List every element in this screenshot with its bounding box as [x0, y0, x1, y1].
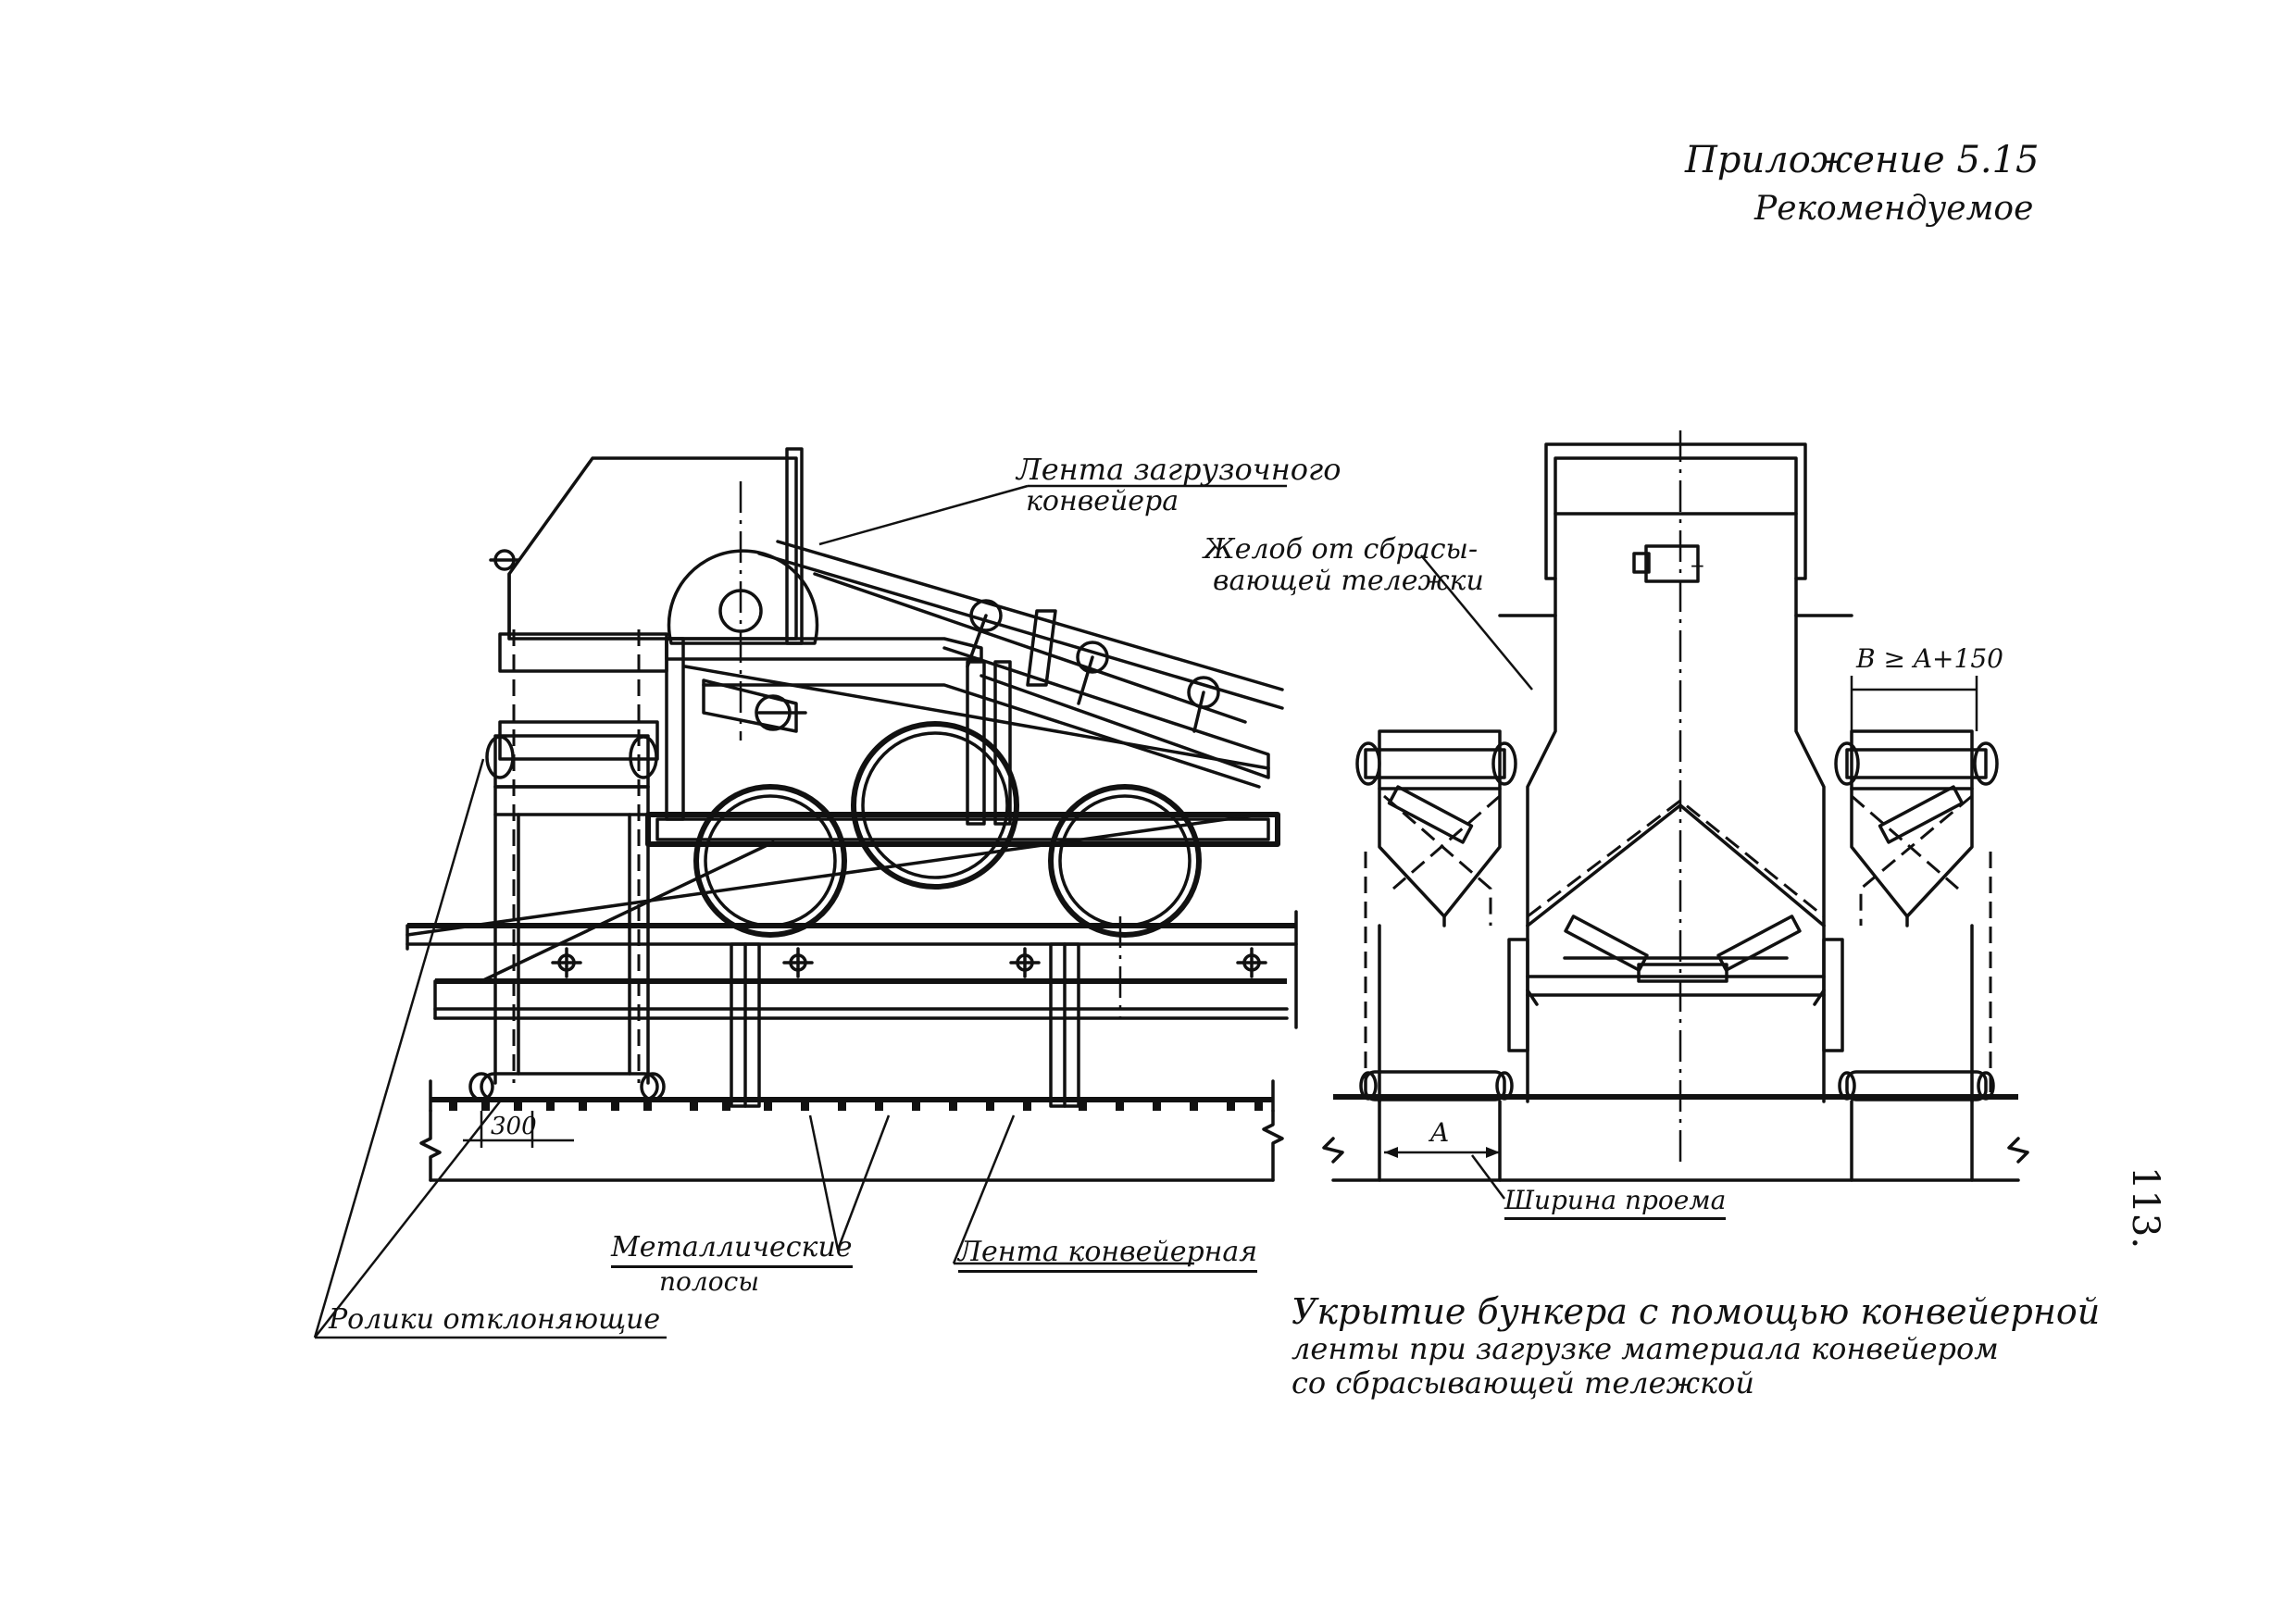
left-upper-roller-housing: [498, 720, 659, 761]
label-metal-strips-1: Металлические: [611, 1231, 853, 1268]
label-metal-strips-2: полосы: [659, 1266, 760, 1297]
label-opening-width: Ширина проема: [1504, 1185, 1727, 1220]
loading-belt-upper: [776, 540, 1284, 691]
label-conveyor-belt: Лента конвейерная: [958, 1236, 1258, 1273]
metal-strips: [449, 1101, 1263, 1111]
caption-line-2: ленты при загрузке материала конвейером: [1292, 1331, 1999, 1366]
chute-right-wall: [1794, 577, 1826, 927]
label-dimension-300: 300: [491, 1113, 537, 1140]
tripper-column-left: [665, 637, 685, 821]
post-right: [1822, 938, 1844, 1052]
rail-bolts: [551, 947, 1267, 978]
leader-lines: [313, 484, 1533, 1339]
label-loading-belt-1: Лента загрузочного: [1017, 452, 1341, 487]
tripper-hood: [507, 456, 798, 641]
caption-line-3: со сбрасывающей тележкой: [1292, 1365, 1754, 1400]
end-elevation-view: +: [1322, 430, 2029, 1200]
tripper-wheels: [693, 721, 1202, 938]
troughing-idlers: [1563, 915, 1802, 983]
left-end-roller-housing: [1378, 729, 1502, 790]
chute-top-box: [1544, 442, 1807, 580]
discharge-chute-side: [942, 646, 1270, 779]
page-number: 113.: [2124, 1166, 2166, 1250]
label-deflecting-rollers: Ролики отклоняющие: [329, 1303, 661, 1336]
appendix-title: Приложение 5.15: [1685, 139, 2040, 181]
label-dimension-a: A: [1430, 1117, 1450, 1148]
head-pulley: [667, 549, 819, 645]
label-dimension-b: B ≥ A+150: [1856, 643, 2003, 674]
caption-line-1: Укрытие бункера с помощью конвейерной: [1292, 1291, 2101, 1332]
inspection-fitting: [1644, 544, 1700, 583]
label-loading-belt-2: конвейера: [1026, 485, 1179, 517]
svg-text:+: +: [1690, 554, 1705, 577]
idler-rollers: [966, 599, 1220, 733]
hood-peak: [1526, 803, 1826, 927]
chute-left-wall: [1526, 577, 1557, 927]
label-chute-2: вающей тележки: [1213, 565, 1484, 597]
right-end-roller-housing: [1850, 729, 1974, 790]
loading-belt-lower: [757, 552, 1284, 710]
side-elevation-view: [313, 447, 1533, 1339]
label-chute-1: Желоб от сбрасы-: [1204, 533, 1479, 566]
lower-deflecting-roller-left: [480, 1072, 659, 1101]
post-left: [1507, 938, 1529, 1052]
appendix-status: Рекомендуемое: [1754, 190, 2034, 228]
